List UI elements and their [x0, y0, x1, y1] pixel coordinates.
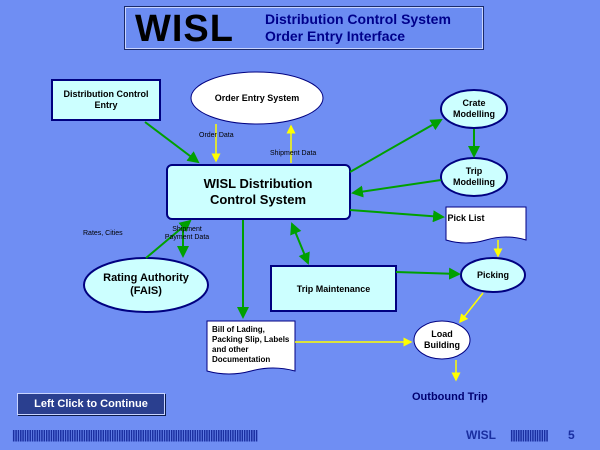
- arrow-core-tripmaint: [290, 222, 310, 265]
- node-trip: [440, 157, 508, 197]
- title-line-2: Order Entry Interface: [265, 28, 406, 44]
- node-rating: [83, 257, 209, 313]
- node-load: [413, 320, 471, 360]
- arrow-picking-load: [459, 292, 484, 324]
- arrow-trip-core: [351, 179, 442, 198]
- footer-bars: ||||||||||||||||||||||||||||||||||||||||…: [12, 429, 258, 442]
- node-picking: [460, 257, 526, 293]
- shipment-payment-label: Shipment Payment Data: [164, 226, 210, 241]
- footer-bars-2: ||||||||||||||||: [510, 429, 549, 442]
- title-box: WISL Distribution Control System Order E…: [124, 6, 484, 50]
- order-data-label: Order Data: [199, 132, 234, 139]
- node-core: [166, 164, 351, 220]
- arrow-dce-core: [144, 121, 200, 164]
- node-dce: [51, 79, 161, 121]
- outbound-trip-label: Outbound Trip: [412, 391, 488, 403]
- rates-cities-label: Rates, Cities: [83, 230, 123, 237]
- shipment-data-label: Shipment Data: [270, 150, 317, 157]
- title-line-1: Distribution Control System: [265, 11, 451, 27]
- logo-text: WISL: [135, 8, 234, 50]
- arrow-core-picklist: [349, 209, 445, 223]
- footer-brand: WISL: [466, 428, 496, 442]
- node-bol: [206, 320, 296, 375]
- arrow-tripmaint-picking: [395, 267, 461, 280]
- arrow-core-crate: [349, 119, 443, 173]
- node-oes: [190, 71, 324, 125]
- node-crate: [440, 89, 508, 129]
- node-tripmaint: [270, 265, 397, 312]
- node-picklist: [445, 206, 527, 244]
- page-number: 5: [568, 428, 575, 442]
- continue-button[interactable]: Left Click to Continue: [17, 393, 165, 415]
